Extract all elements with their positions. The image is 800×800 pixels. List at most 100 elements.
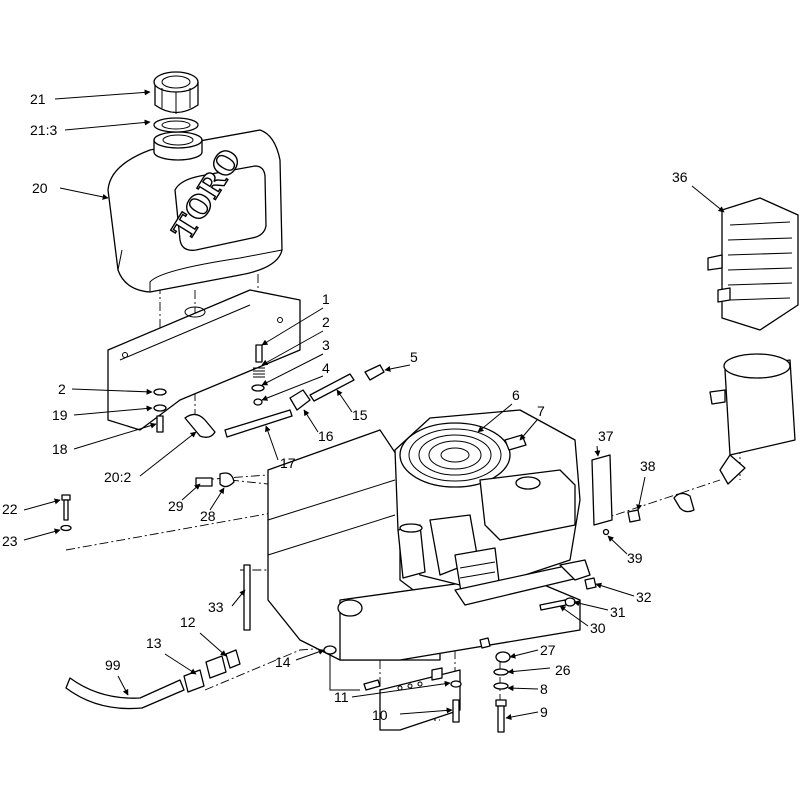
callout-21: 21 [30, 89, 151, 107]
leader-line [164, 653, 197, 675]
callout-7: 7 [519, 403, 545, 441]
callout-number: 8 [540, 681, 548, 697]
callout-number: 33 [208, 599, 224, 615]
callout-number: 17 [280, 455, 296, 471]
callout-number: 36 [672, 169, 688, 185]
callout-29: 29 [168, 483, 201, 514]
leader-line [23, 498, 61, 511]
callout-11: 11 [334, 680, 451, 705]
callout-18: 18 [52, 422, 157, 457]
callout-number: 19 [52, 407, 68, 423]
leader-line [209, 487, 225, 511]
engine-mount-fasteners [493, 577, 597, 733]
leader-line [519, 419, 538, 441]
heat-shield-bracket [591, 454, 641, 536]
callout-37: 37 [594, 428, 614, 457]
callout-14: 14 [275, 648, 325, 670]
leader-line [181, 483, 201, 501]
callout-number: 2 [322, 314, 330, 330]
leader-line [71, 388, 153, 395]
callout-32: 32 [595, 582, 652, 605]
callout-33: 33 [208, 589, 246, 615]
muffler [673, 353, 796, 513]
muffler-guard [707, 197, 799, 331]
callout-number: 15 [352, 407, 368, 423]
leader-line [54, 89, 151, 100]
callout-number: 12 [180, 614, 196, 630]
callout-28: 28 [200, 487, 225, 524]
leader-line [573, 600, 609, 611]
leader-line [595, 582, 635, 597]
callout-26: 26 [507, 662, 571, 678]
callout-30: 30 [559, 605, 606, 636]
callout-10: 10 [372, 707, 453, 723]
callout-labels: 2121:32012345672191815161720:22928222337… [2, 89, 725, 723]
callout-number: 28 [200, 508, 216, 524]
leader-line [139, 431, 197, 477]
callout-38: 38 [636, 458, 656, 511]
leader-line [607, 535, 628, 555]
leader-line [23, 528, 61, 541]
callout-number: 18 [52, 441, 68, 457]
leader-line [73, 422, 157, 450]
leader-line [303, 409, 319, 433]
leader-line [399, 707, 453, 715]
leader-line [336, 389, 353, 413]
callout-number: 10 [372, 707, 388, 723]
leader-line [691, 185, 725, 213]
leader-line [636, 476, 646, 511]
tank-mount-plate [107, 289, 301, 431]
leader-line [594, 445, 601, 457]
callout-number: 27 [540, 642, 556, 658]
leader-line [509, 649, 539, 659]
callout-number: 21 [30, 91, 46, 107]
callout-number: 20 [32, 180, 48, 196]
callout-20: 20 [32, 180, 109, 200]
leader-line [351, 680, 451, 698]
leader-line [477, 403, 513, 433]
callout-number: 13 [146, 635, 162, 651]
callout-15: 15 [336, 389, 368, 423]
callout-number: 14 [275, 654, 291, 670]
fuel-line-hardware [153, 344, 385, 488]
callout-number: 9 [540, 704, 548, 720]
callout-number: 37 [598, 428, 614, 444]
callout-number: 21:3 [30, 122, 57, 138]
callout-number: 3 [322, 337, 330, 353]
leader-line [59, 187, 109, 200]
callout-number: 39 [627, 550, 643, 566]
cable-tie [243, 564, 251, 631]
callout-22: 22 [2, 498, 61, 517]
callout-99: 99 [105, 657, 129, 696]
callout-13: 13 [146, 635, 197, 675]
callout-21-3: 21:3 [30, 119, 151, 138]
callout-20-2: 20:2 [104, 431, 197, 485]
callout-number: 20:2 [104, 469, 131, 485]
callout-number: 16 [318, 428, 334, 444]
leader-line [261, 307, 324, 346]
callout-number: 30 [590, 620, 606, 636]
callout-number: 38 [640, 458, 656, 474]
fuel-hose [65, 649, 241, 710]
leader-line [264, 425, 279, 461]
callout-1: 1 [261, 291, 330, 346]
callout-4: 4 [261, 360, 330, 401]
callout-5: 5 [384, 349, 418, 372]
callout-number: 2 [58, 381, 66, 397]
callout-number: 99 [105, 657, 121, 673]
leader-line [231, 589, 246, 607]
callout-number: 1 [322, 291, 330, 307]
callout-19: 19 [52, 405, 153, 423]
leader-line [507, 667, 551, 675]
engine-assembly [394, 409, 591, 606]
callout-6: 6 [477, 387, 520, 433]
callout-8: 8 [507, 681, 548, 697]
leader-line [261, 330, 324, 366]
leader-line [199, 632, 227, 657]
leader-line [261, 353, 324, 386]
leader-line [117, 675, 129, 696]
callout-27: 27 [509, 642, 556, 659]
callout-number: 32 [636, 589, 652, 605]
callout-12: 12 [180, 614, 227, 657]
